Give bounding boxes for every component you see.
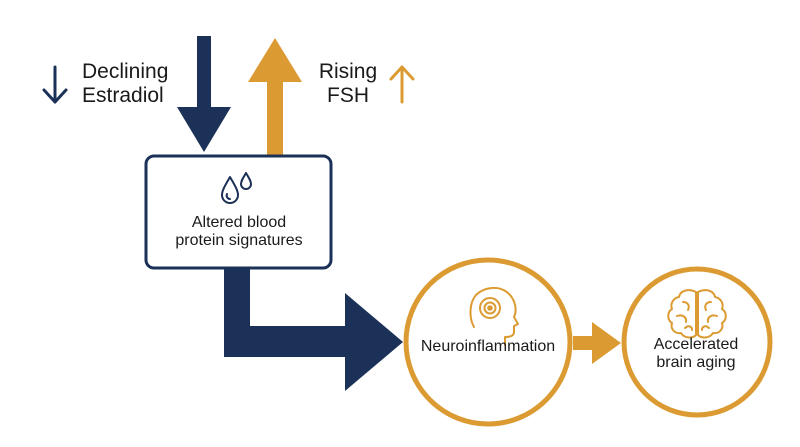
brain-icon [667,289,727,339]
aging-line-2: brain aging [656,354,736,372]
rising-line-1: Rising [318,60,378,83]
declining-line-2: Estradiol [82,84,164,108]
declining-line-1: Declining [82,60,169,83]
rising-line-2: FSH [327,84,369,108]
arrow-up-icon [389,65,415,104]
neuroinflammation-circle [403,257,573,427]
fsh-flow-arrow [248,38,302,155]
neuroinflammation-label: Neuroinflammation [404,338,572,356]
blood-drops-icon [221,172,252,204]
box-line-1: Altered blood [191,214,287,231]
rising-fsh-label: Rising FSH [318,60,378,108]
aging-line-1: Accelerated [653,336,739,353]
protein-signatures-label: Altered blood protein signatures [146,214,332,251]
neuro-to-aging-arrow [573,322,621,364]
estradiol-flow-arrow [177,36,231,152]
arrow-down-icon [42,65,68,104]
brain-aging-circle [621,266,773,418]
brain-aging-label: Accelerated brain aging [621,336,771,373]
box-to-neuro-arrow [224,268,403,391]
neuro-line: Neuroinflammation [420,338,556,355]
head-inflammation-icon [469,287,519,346]
protein-signatures-box [144,154,333,270]
declining-estradiol-label: Declining Estradiol [82,60,168,108]
box-line-2: protein signatures [175,232,303,250]
